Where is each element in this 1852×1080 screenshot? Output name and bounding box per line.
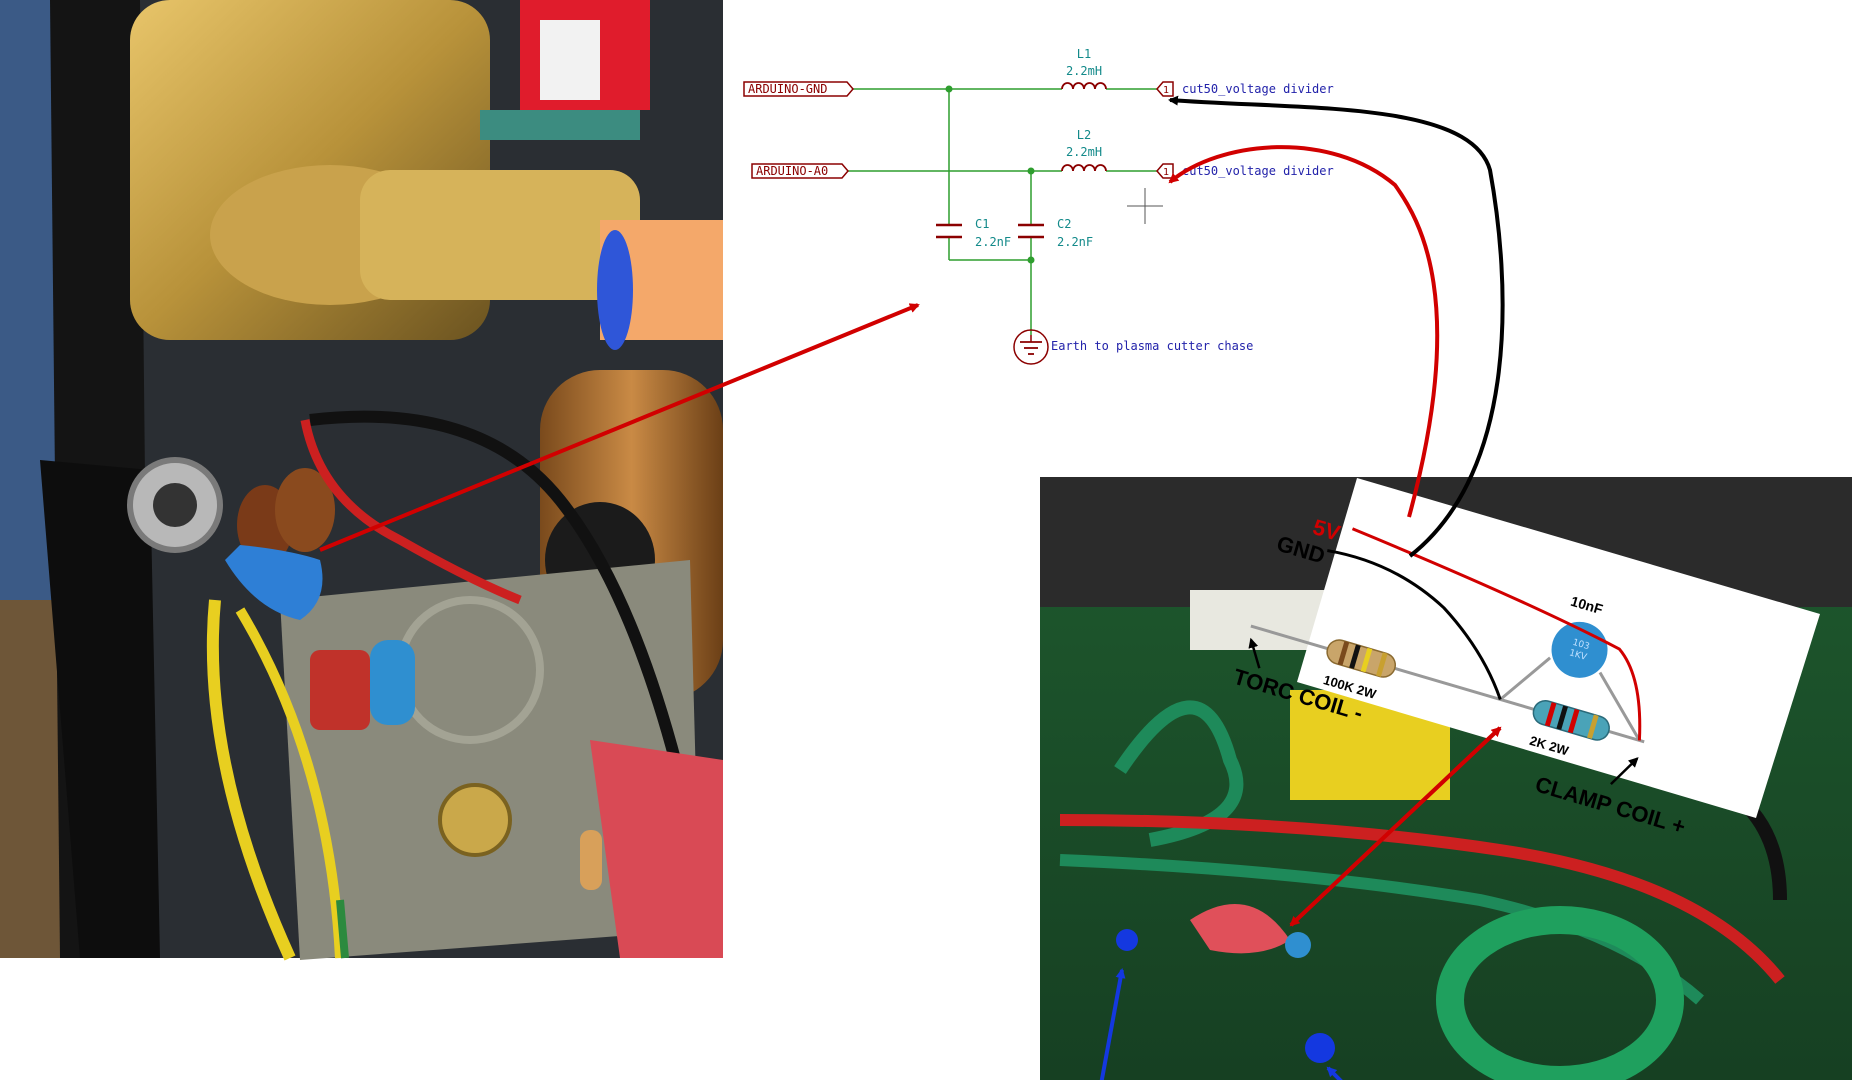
red-arrow-filter-photo	[319, 303, 920, 552]
schematic-wires	[848, 88, 1157, 335]
toroid-photo	[1436, 906, 1684, 1080]
blue-dot-marker	[1305, 1033, 1335, 1063]
blue-capacitor-photo	[225, 545, 323, 620]
crosshair-cursor-icon	[1127, 188, 1163, 224]
junction-dot	[1027, 167, 1035, 175]
l2-value: 2.2mH	[1066, 145, 1102, 159]
junction-dot	[945, 85, 953, 93]
connector-label-gnd: cut50_voltage divider	[1182, 82, 1334, 96]
black-arrow-gnd	[1168, 95, 1505, 558]
c1-value: 2.2nF	[975, 235, 1011, 249]
inductor-l1: L1 2.2mH	[1061, 47, 1107, 90]
capacitor-c1: C1 2.2nF	[936, 217, 1011, 249]
annotation-arrows	[319, 95, 1505, 927]
connector-label-a0: cut50_voltage divider	[1182, 164, 1334, 178]
net-label-arduino-gnd: ARDUINO-GND	[743, 81, 854, 97]
capacitor-c2: C2 2.2nF	[1018, 217, 1093, 249]
svg-text:ARDUINO-GND: ARDUINO-GND	[748, 82, 827, 96]
l1-ref: L1	[1077, 47, 1091, 61]
net-label-arduino-a0: ARDUINO-A0	[751, 163, 849, 179]
svg-text:1: 1	[1163, 167, 1169, 178]
svg-text:ARDUINO-A0: ARDUINO-A0	[756, 164, 828, 178]
schematic: ARDUINO-GND ARDUINO-A0 L1 2.2mH L2 2.2mH…	[743, 47, 1334, 365]
svg-text:1: 1	[1163, 85, 1169, 96]
c2-ref: C2	[1057, 217, 1071, 231]
earth-ground-symbol: Earth to plasma cutter chase	[1013, 329, 1253, 365]
inductor-l2: L2 2.2mH	[1061, 128, 1107, 172]
earth-label: Earth to plasma cutter chase	[1051, 339, 1253, 353]
l2-ref: L2	[1077, 128, 1091, 142]
connector-pin-gnd: 1 cut50_voltage divider	[1156, 81, 1334, 97]
red-arrow-5v	[1168, 145, 1440, 518]
junction-dot	[1027, 256, 1035, 264]
left-photo	[0, 0, 723, 961]
connector-pin-a0: 1 cut50_voltage divider	[1156, 163, 1334, 179]
c1-ref: C1	[975, 217, 989, 231]
blue-dot-marker	[1116, 929, 1138, 951]
l1-value: 2.2mH	[1066, 64, 1102, 78]
c2-value: 2.2nF	[1057, 235, 1093, 249]
svg-text:103: 103	[1571, 638, 1590, 652]
